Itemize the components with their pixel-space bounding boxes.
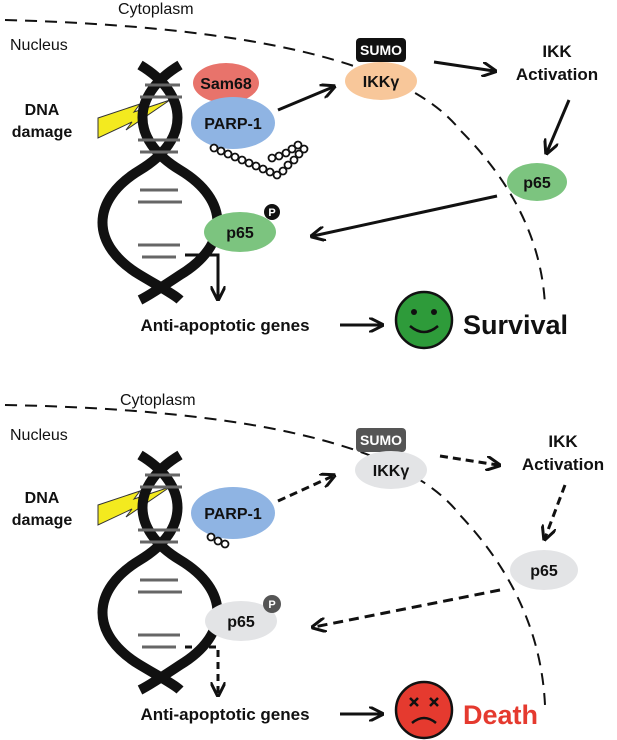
sam68-node <box>193 63 259 103</box>
arrow-p65-translocation <box>313 194 498 236</box>
arrow-activation-to-p65 <box>545 484 567 538</box>
ikk-activation-line2: Activation <box>516 65 598 84</box>
parp1-node <box>191 487 275 539</box>
transcription-arrow <box>185 645 218 694</box>
nuclear-envelope <box>4 404 546 706</box>
arrow-parp-to-ikk <box>277 476 333 503</box>
ikk-activation-line1: IKK <box>548 432 578 451</box>
phospho-badge <box>264 204 280 220</box>
sumo-tag <box>356 38 406 62</box>
arrow-ikk-to-activation <box>439 454 498 465</box>
sumo-label: SUMO <box>360 42 402 58</box>
p65-cytoplasm-label: p65 <box>523 175 551 192</box>
phospho-badge <box>263 595 281 613</box>
cytoplasm-label: Cytoplasm <box>120 392 196 409</box>
outcome-label: Survival <box>463 310 568 340</box>
dna-damage-label-line2: damage <box>12 124 73 141</box>
sam68-label: Sam68 <box>200 76 252 93</box>
lightning-icon <box>97 99 171 139</box>
par-chain-icon <box>206 532 230 549</box>
parp1-label: PARP-1 <box>204 116 262 133</box>
nuclear-envelope <box>4 19 546 306</box>
p65-nuclear-node <box>205 601 277 641</box>
par-chain-icon <box>209 140 309 180</box>
outcome-label: Death <box>463 700 538 730</box>
arrow-ikk-to-activation <box>433 60 494 71</box>
transcription-arrow <box>185 253 218 298</box>
ikk-gamma-node <box>345 62 417 100</box>
ikk-gamma-label: IKKγ <box>363 74 400 91</box>
sad-face-icon <box>394 680 454 740</box>
lightning-icon <box>97 486 171 526</box>
phospho-label: P <box>268 207 275 219</box>
panel-survival: Cytoplasm Nucleus DNA damage Sam68 PARP-… <box>4 1 598 350</box>
genes-label: Anti-apoptotic genes <box>140 316 309 335</box>
cytoplasm-label: Cytoplasm <box>118 1 194 18</box>
p65-nuclear-node <box>204 212 276 252</box>
sumo-label: SUMO <box>360 432 402 448</box>
parp1-node <box>191 97 275 149</box>
nucleus-label: Nucleus <box>10 37 68 54</box>
ikk-activation-line1: IKK <box>542 42 572 61</box>
arrow-p65-translocation <box>314 588 501 627</box>
nucleus-label: Nucleus <box>10 427 68 444</box>
ikk-activation-line2: Activation <box>522 455 604 474</box>
parp1-label: PARP-1 <box>204 506 262 523</box>
panel-death: Cytoplasm Nucleus DNA damage PARP-1 SUMO… <box>4 392 604 740</box>
happy-face-icon <box>394 290 454 350</box>
dna-helix-icon <box>97 60 223 305</box>
dna-damage-label-line1: DNA <box>25 490 60 507</box>
p65-nuclear-label: p65 <box>226 225 254 242</box>
dna-damage-label-line2: damage <box>12 512 73 529</box>
phospho-label: P <box>268 599 275 611</box>
sumo-tag <box>356 428 406 452</box>
ikk-gamma-label: IKKγ <box>373 463 410 480</box>
arrow-activation-to-p65 <box>547 99 571 152</box>
p65-cytoplasm-label: p65 <box>530 563 558 580</box>
ikk-gamma-node <box>355 451 427 489</box>
p65-cytoplasm-node <box>507 163 567 201</box>
arrow-parp-to-ikk <box>277 87 333 112</box>
dna-helix-icon <box>97 450 223 695</box>
p65-nuclear-label: p65 <box>227 614 255 631</box>
genes-label: Anti-apoptotic genes <box>140 705 309 724</box>
p65-cytoplasm-node <box>510 550 578 590</box>
dna-damage-label-line1: DNA <box>25 102 60 119</box>
